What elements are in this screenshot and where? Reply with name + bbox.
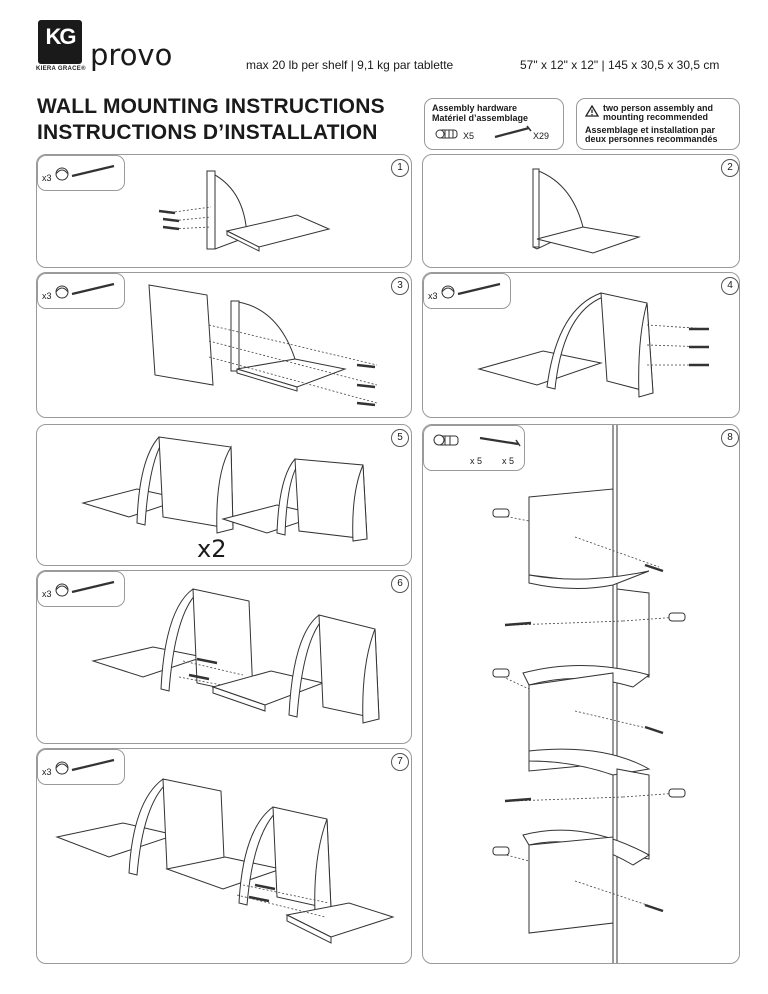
cam-lock-screw-icon [55,282,115,299]
capacity-spec: max 20 lb per shelf | 9,1 kg par tablett… [246,58,454,72]
warning-line-4: deux personnes recommandés [585,134,718,144]
hardware-label-fr: Matériel d’assemblage [432,113,529,123]
step-8-panel: 8 x 5 x 5 [422,424,740,964]
step-number: 7 [391,753,409,771]
step-number: 3 [391,277,409,295]
hardware-callout: x3 [37,155,125,191]
step-3-panel: 3 x3 [36,272,412,418]
step-number: 4 [721,277,739,295]
screw-quantity: x 5 [502,456,515,466]
wall-anchor-icon [433,434,459,446]
step-number: 1 [391,159,409,177]
product-name: provo [90,38,173,72]
step-6-illustration [91,588,380,724]
hardware-label-en: Assembly hardware [432,103,518,113]
step-number: 6 [391,575,409,593]
hardware-callout: x3 [423,273,511,309]
callout-quantity: x3 [42,767,52,777]
hardware-callout: x3 [37,571,125,607]
step-1-panel: 1 x3 [36,154,412,268]
dimensions-spec: 57" x 12" x 12" | 145 x 30,5 x 30,5 cm [520,58,720,72]
step-3-illustration [148,284,378,407]
anchors-quantity: X5 [463,131,475,141]
wall-mounting-illustration [492,425,686,963]
step-6-panel: 6 x3 [36,570,412,744]
callout-quantity: x3 [42,291,52,301]
callout-quantity: x3 [42,589,52,599]
warning-line-1: two person assembly and [603,103,714,113]
warning-box: two person assembly and mounting recomme… [576,98,740,150]
step-1-illustration [158,170,331,252]
step-7-illustration [55,778,395,944]
cam-lock-screw-icon [55,580,115,597]
wall-hardware-callout: x 5 x 5 [423,425,525,471]
callout-quantity: x3 [428,291,438,301]
hardware-callout: x3 [37,749,125,785]
warning-triangle-icon [584,104,600,117]
cam-lock-screw-icon [55,164,115,181]
page-title-fr: INSTRUCTIONS D’INSTALLATION [37,121,378,144]
step-7-panel: 7 x3 [36,748,412,964]
warning-line-3: Assemblage et installation par [585,125,716,135]
page-title-en: WALL MOUNTING INSTRUCTIONS [37,95,385,118]
cam-lock-screw-icon [55,758,115,775]
step-number: 8 [721,429,739,447]
step-number: 5 [391,429,409,447]
screw-icon [494,125,532,139]
cam-lock-screw-icon [441,282,501,299]
callout-quantity: x3 [42,173,52,183]
anchor-quantity: x 5 [470,456,483,466]
wall-anchor-icon [435,129,458,139]
brand-logo [38,20,82,64]
hardware-box: Assembly hardware Matériel d’assemblage … [424,98,564,150]
step-2-panel: 2 [422,154,740,268]
step-4-panel: 4 x3 [422,272,740,418]
screw-icon [479,436,521,447]
warning-line-2: mounting recommended [603,112,709,122]
step-number: 2 [721,159,739,177]
logo-subtitle: KIERA GRACE® [36,66,86,72]
step-5-illustration [81,436,368,542]
step-5-panel: 5 x2 [36,424,412,566]
hardware-callout: x3 [37,273,125,309]
step-4-illustration [477,292,710,398]
logo-mark: KG [45,24,77,49]
screws-quantity: X29 [533,131,550,141]
step-2-illustration [532,168,641,254]
multiplier-label: x2 [197,535,227,563]
